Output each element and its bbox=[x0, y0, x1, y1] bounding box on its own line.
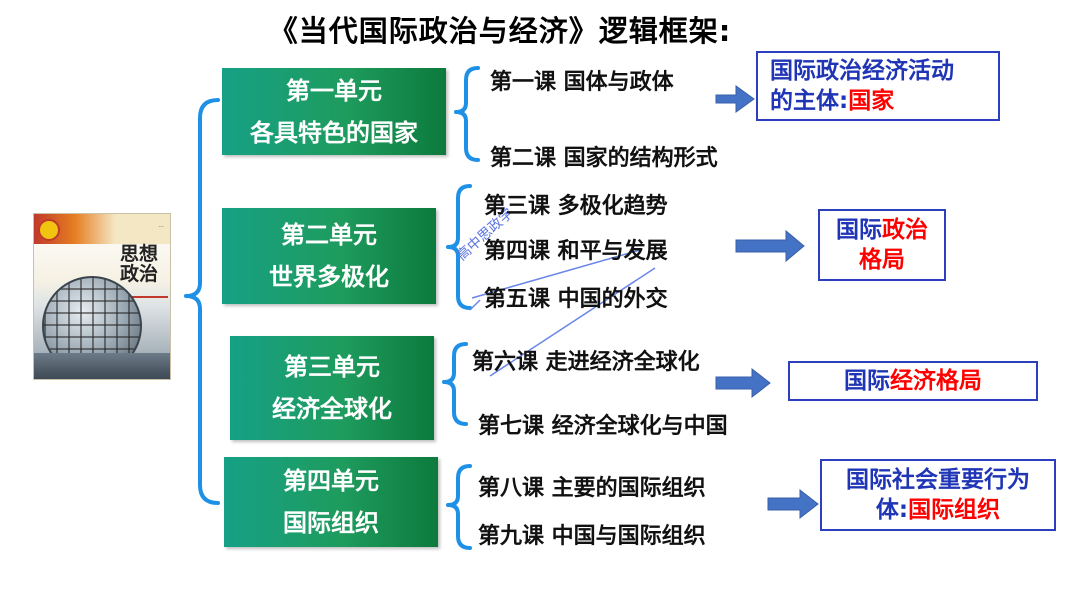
cover-header-text: ··· bbox=[158, 224, 164, 231]
summary-4-highlight: 国际组织 bbox=[908, 497, 1001, 523]
summary-3-highlight: 经济格局 bbox=[890, 368, 982, 394]
lesson-5: 第五课 中国的外交 bbox=[484, 287, 668, 312]
lesson-3: 第三课 多极化趋势 bbox=[484, 194, 668, 219]
summary-box-1: 国际政治经济活动 的主体:国家 bbox=[756, 51, 1000, 121]
summary-4-line1: 国际社会重要行为 bbox=[846, 467, 1030, 493]
unit-box-4[interactable]: 第四单元 国际组织 bbox=[224, 457, 438, 547]
arrow-1 bbox=[715, 85, 755, 113]
unit3-bracket bbox=[442, 342, 468, 426]
unit-title: 经济全球化 bbox=[272, 395, 392, 423]
unit4-bracket bbox=[446, 464, 472, 550]
cover-title: 思想 政治 bbox=[120, 244, 168, 284]
cover-red-line bbox=[118, 296, 168, 298]
cover-title-line1: 思想 bbox=[120, 243, 159, 265]
main-bracket bbox=[184, 98, 220, 505]
lesson-4: 第四课 和平与发展 bbox=[484, 239, 668, 264]
unit-box-2[interactable]: 第二单元 世界多极化 bbox=[222, 208, 436, 304]
unit-title: 各具特色的国家 bbox=[250, 118, 418, 147]
summary-1-highlight: 国家 bbox=[848, 88, 895, 114]
unit2-bracket bbox=[446, 184, 472, 310]
summary-box-2: 国际政治 格局 bbox=[818, 209, 946, 281]
unit-title: 国际组织 bbox=[283, 509, 379, 537]
unit-number: 第三单元 bbox=[284, 353, 380, 381]
cover-title-line2: 政治 bbox=[120, 263, 159, 285]
lesson-2: 第二课 国家的结构形式 bbox=[490, 146, 718, 171]
summary-box-4: 国际社会重要行为 体:国际组织 bbox=[820, 459, 1056, 531]
summary-2-highlight-b: 格局 bbox=[859, 247, 905, 273]
summary-2-highlight-a: 政治 bbox=[882, 217, 928, 243]
lesson-7: 第七课 经济全球化与中国 bbox=[478, 414, 728, 439]
unit-number: 第二单元 bbox=[281, 221, 377, 249]
lesson-1: 第一课 国体与政体 bbox=[490, 70, 674, 95]
summary-1-line2: 的主体:国家 bbox=[770, 88, 895, 114]
summary-box-3: 国际经济格局 bbox=[788, 361, 1038, 401]
textbook-cover-image: ··· 思想 政治 bbox=[33, 213, 171, 380]
cover-base bbox=[34, 353, 170, 379]
unit-box-1[interactable]: 第一单元 各具特色的国家 bbox=[222, 68, 446, 155]
summary-4-line2: 体:国际组织 bbox=[875, 497, 1001, 523]
unit-title: 世界多极化 bbox=[269, 263, 389, 291]
arrow-4 bbox=[767, 488, 819, 520]
watermark-strokes bbox=[469, 249, 656, 377]
lesson-6: 第六课 走进经济全球化 bbox=[472, 350, 700, 375]
summary-2-line1: 国际政治 bbox=[836, 217, 928, 243]
lesson-9: 第九课 中国与国际组织 bbox=[478, 524, 706, 549]
unit-number: 第四单元 bbox=[283, 467, 379, 495]
lesson-8: 第八课 主要的国际组织 bbox=[478, 476, 706, 501]
publisher-seal-icon bbox=[38, 219, 60, 241]
unit1-bracket bbox=[454, 66, 480, 162]
arrow-2 bbox=[735, 229, 805, 263]
summary-3-line: 国际经济格局 bbox=[844, 368, 982, 394]
summary-1-line1: 国际政治经济活动 bbox=[770, 58, 954, 84]
arrow-3 bbox=[715, 367, 771, 399]
unit-number: 第一单元 bbox=[286, 76, 382, 105]
page-title: 《当代国际政治与经济》逻辑框架: bbox=[268, 14, 732, 48]
unit-box-3[interactable]: 第三单元 经济全球化 bbox=[230, 336, 434, 440]
